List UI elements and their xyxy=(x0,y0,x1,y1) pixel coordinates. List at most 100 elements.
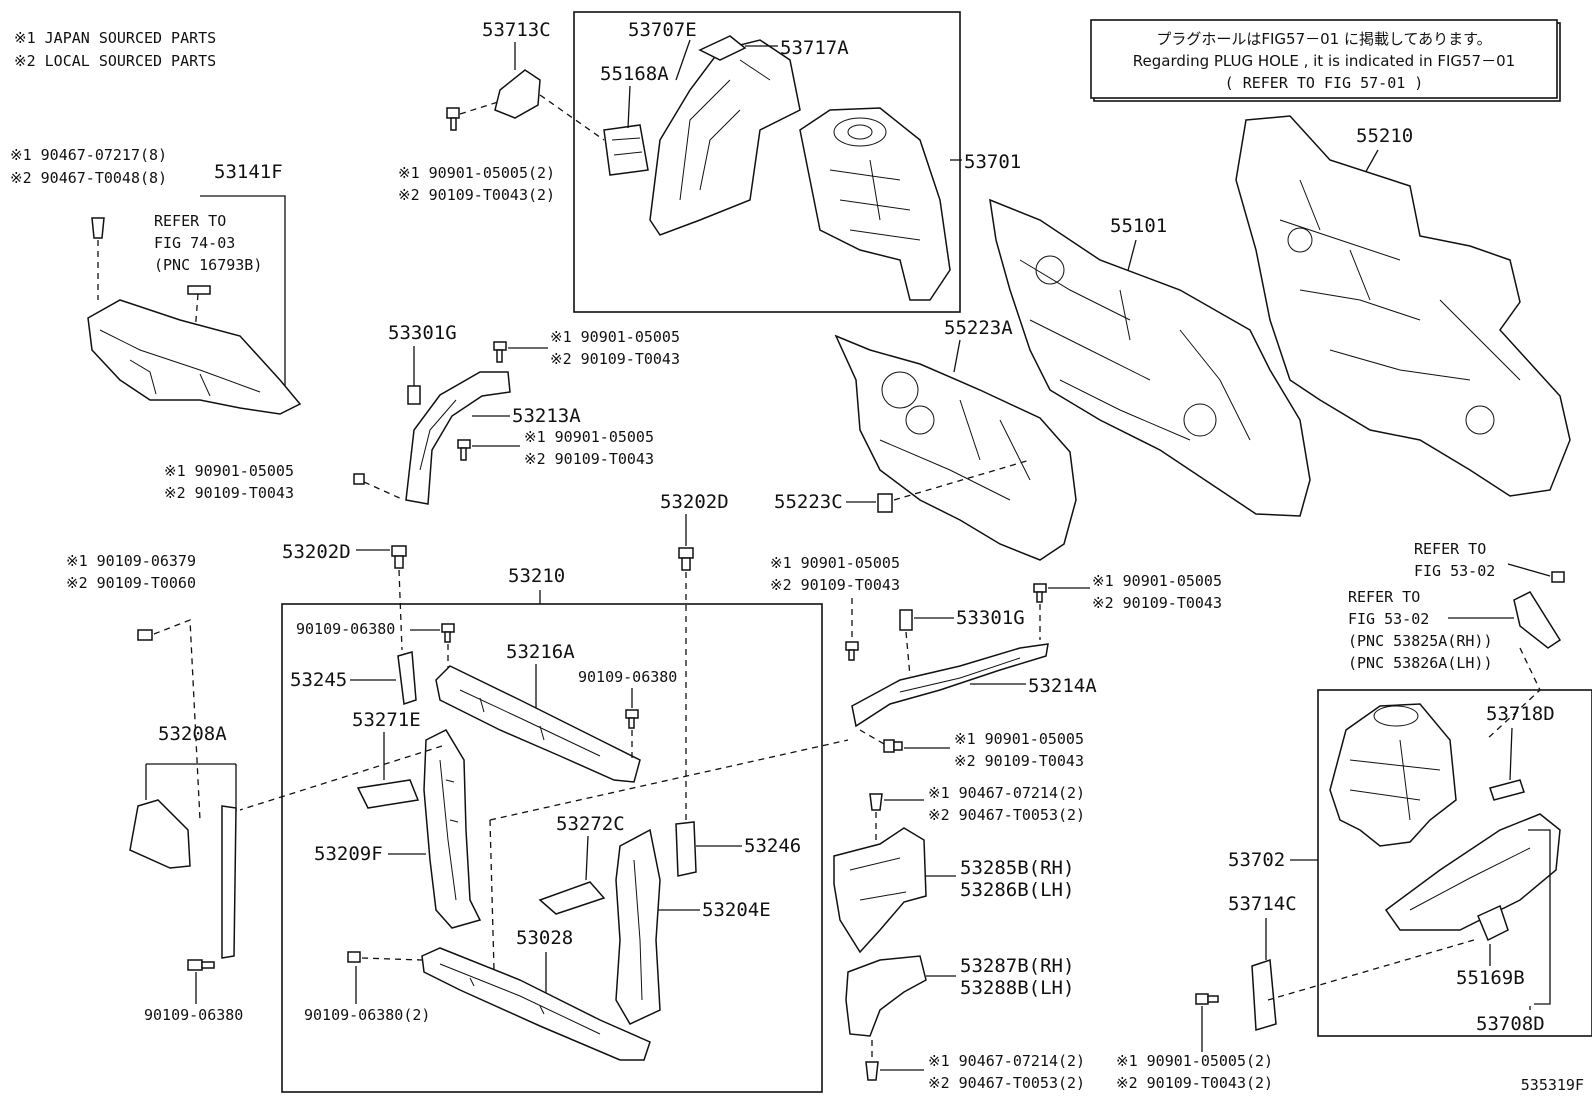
label-53245: 53245 xyxy=(290,669,347,691)
shield-53285b xyxy=(833,827,927,954)
label-55210: 55210 xyxy=(1356,125,1413,147)
support-53204e xyxy=(615,828,661,1025)
bracket-53714c xyxy=(1251,958,1277,1031)
label-53714c: 53714C xyxy=(1228,893,1297,915)
bracket-53271e xyxy=(356,779,420,809)
brace-53213a xyxy=(405,371,511,505)
bumper-53301g-left xyxy=(407,385,421,405)
label-53717a: 53717A xyxy=(780,37,849,59)
clip-icon xyxy=(869,793,883,811)
label-53208a: 53208A xyxy=(158,723,227,745)
apron-53708d xyxy=(1384,813,1561,931)
label-55169b: 55169B xyxy=(1456,967,1525,989)
bolt-icon xyxy=(441,623,455,643)
bolt-icon xyxy=(137,629,153,641)
bolt-06380-bottom: 90109-06380(2) xyxy=(304,1006,430,1024)
assembly-box-53701 xyxy=(573,11,961,313)
bolt9-japan: ※1 90901-05005(2) xyxy=(1116,1052,1273,1070)
label-53286b: 53286B(LH) xyxy=(960,879,1074,901)
suspension-tower-53702 xyxy=(1329,703,1457,847)
label-53272c: 53272C xyxy=(556,813,625,835)
label-53141f: 53141F xyxy=(214,161,283,183)
bracket-53246 xyxy=(675,821,697,877)
label-53202d-left: 53202D xyxy=(282,541,351,563)
ref1-line2: FIG 74-03 xyxy=(154,234,235,252)
note-jp: プラグホールはFIG57－01 に掲載してあります。 xyxy=(1156,30,1491,48)
bolt4-japan: ※1 90901-05005 xyxy=(164,462,294,480)
bolt-icon xyxy=(678,547,694,571)
label-53204e: 53204E xyxy=(702,899,771,921)
apron-part-53707e xyxy=(649,39,801,236)
bolt-icon xyxy=(493,341,507,363)
insulator-55223a xyxy=(834,334,1077,561)
bolt-icon xyxy=(625,709,639,729)
clip1-local: ※2 90467-T0048(8) xyxy=(10,169,167,187)
label-53216a: 53216A xyxy=(506,641,575,663)
bolt-icon xyxy=(1195,993,1219,1005)
label-53301g-right: 53301G xyxy=(956,607,1025,629)
label-55223a: 55223A xyxy=(944,317,1013,339)
support-53209f xyxy=(423,729,482,929)
label-53718d: 53718D xyxy=(1486,703,1555,725)
bolt8-japan: ※1 90901-05005 xyxy=(954,730,1084,748)
ref3-line3: (PNC 53825A(RH)) xyxy=(1348,632,1493,650)
ref2-line2: FIG 53-02 xyxy=(1414,562,1495,580)
guard-53208a-left xyxy=(129,799,191,869)
label-53214a: 53214A xyxy=(1028,675,1097,697)
label-53301g-left: 53301G xyxy=(388,322,457,344)
bolt7-japan: ※1 90901-05005 xyxy=(1092,572,1222,590)
silencer-55210 xyxy=(1235,115,1571,497)
note-refer: ( REFER TO FIG 57-01 ) xyxy=(1225,74,1424,92)
bolt-06380-mid: 90109-06380 xyxy=(578,668,677,686)
label-53285b: 53285B(RH) xyxy=(960,857,1074,879)
brace-53214a xyxy=(851,643,1049,728)
bolt-icon xyxy=(347,951,361,963)
clip2-japan: ※1 90467-07214(2) xyxy=(928,784,1085,802)
suspension-tower-53701 xyxy=(799,107,951,301)
label-53028: 53028 xyxy=(516,927,573,949)
bolt4-local: ※2 90109-T0043 xyxy=(164,484,294,502)
clip-icon xyxy=(865,1061,879,1081)
clip1-japan: ※1 90467-07217(8) xyxy=(10,146,167,164)
bolt5-local: ※2 90109-T0060 xyxy=(66,574,196,592)
clip3-japan: ※1 90467-07214(2) xyxy=(928,1052,1085,1070)
bolt-icon xyxy=(187,959,215,971)
bolt6-local: ※2 90109-T0043 xyxy=(770,576,900,594)
label-53210: 53210 xyxy=(508,565,565,587)
bolt-icon xyxy=(446,107,460,131)
bolt9-local: ※2 90109-T0043(2) xyxy=(1116,1074,1273,1092)
label-55223c: 55223C xyxy=(774,491,843,513)
support-53216a xyxy=(435,665,641,783)
bolt2-local: ※2 90109-T0043 xyxy=(550,350,680,368)
label-53246: 53246 xyxy=(744,835,801,857)
support-53028 xyxy=(421,947,651,1061)
plug-hole-note: プラグホールはFIG57－01 に掲載してあります。 Regarding PLU… xyxy=(1090,19,1561,102)
label-53287b: 53287B(RH) xyxy=(960,955,1074,977)
bracket-53245 xyxy=(397,651,417,706)
clip3-local: ※2 90467-T0053(2) xyxy=(928,1074,1085,1092)
label-53209f: 53209F xyxy=(314,843,383,865)
legend-japan: ※1 JAPAN SOURCED PARTS xyxy=(14,29,216,47)
bracket-53713c xyxy=(494,69,541,119)
clip-icon xyxy=(91,217,105,239)
bolt7-local: ※2 90109-T0043 xyxy=(1092,594,1222,612)
clip-icon xyxy=(877,493,893,513)
ref1-line1: REFER TO xyxy=(154,212,226,230)
bolt-icon xyxy=(391,545,407,569)
label-53708d: 53708D xyxy=(1476,1013,1545,1035)
figure-id: 535319F xyxy=(1521,1076,1584,1094)
assembly-box-53702 xyxy=(1317,689,1592,1037)
bolt-icon xyxy=(1551,571,1565,583)
bolt1-local: ※2 90109-T0043(2) xyxy=(398,186,555,204)
label-53202d-right: 53202D xyxy=(660,491,729,513)
apron-part-55168a xyxy=(603,124,649,176)
bolt-06380-top: 90109-06380 xyxy=(296,620,395,638)
insulator-55101 xyxy=(989,198,1311,517)
legend-local: ※2 LOCAL SOURCED PARTS xyxy=(14,52,216,70)
assembly-box-53210 xyxy=(281,603,823,1093)
pnc-16793b-shape xyxy=(187,285,211,295)
ref1-line3: (PNC 16793B) xyxy=(154,256,262,274)
bolt-06380-left: 90109-06380 xyxy=(144,1006,243,1024)
bumper-53301g-right xyxy=(899,609,913,631)
